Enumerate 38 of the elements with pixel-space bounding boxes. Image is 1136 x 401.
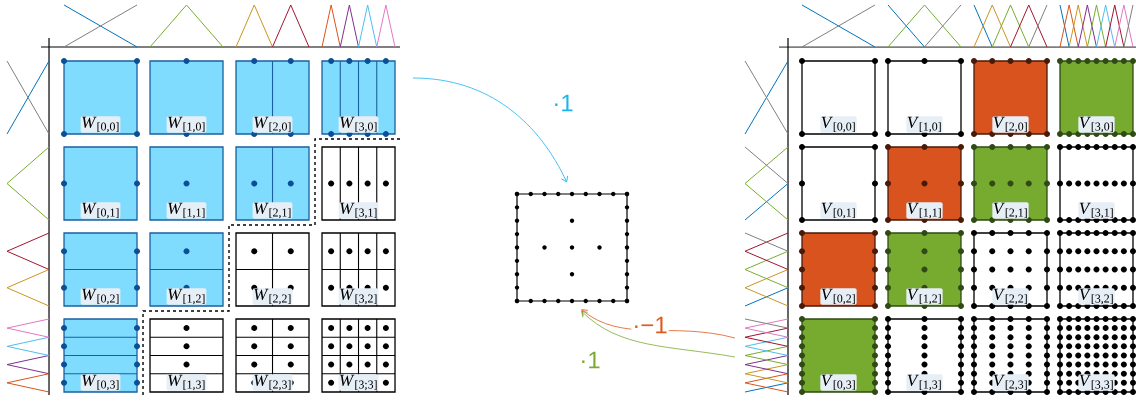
- basis-square: W$_{[2,3]}$: [235, 318, 310, 393]
- basis-square: W$_{[0,3]}$: [61, 318, 140, 393]
- basis-square: W$_{[2,1]}$: [235, 146, 310, 221]
- edge-label: ·−1: [635, 316, 667, 334]
- basis-square: V$_{[3,2]}$: [1057, 230, 1136, 309]
- basis-square: W$_{[1,3]}$: [149, 318, 224, 393]
- basis-square: V$_{[2,3]}$: [971, 316, 1050, 395]
- basis-square: W$_{[0,2]}$: [61, 232, 140, 307]
- edge-label: ·1: [555, 94, 573, 112]
- basis-square: V$_{[0,2]}$: [799, 230, 878, 309]
- basis-square: V$_{[2,1]}$: [971, 144, 1050, 223]
- basis-square: W$_{[1,2]}$: [149, 232, 224, 307]
- basis-square: W$_{[3,0]}$: [321, 58, 396, 137]
- basis-square: W$_{[3,2]}$: [321, 232, 396, 307]
- basis-square: W$_{[3,1]}$: [321, 146, 396, 221]
- basis-square: W$_{[3;3]}$: [321, 318, 396, 393]
- basis-square: W$_{[1,0]}$: [149, 58, 224, 137]
- basis-square: W$_{[2,2]}$: [235, 232, 310, 307]
- arrow: [581, 310, 736, 358]
- basis-square: V$_{[0,1]}$: [799, 144, 878, 223]
- basis-square: V$_{[0,3]}$: [799, 316, 878, 395]
- basis-square: V$_{[0,0]}$: [799, 58, 878, 137]
- basis-square: W$_{[0,1]}$: [61, 146, 140, 221]
- basis-square: V$_{[2,2]}$: [971, 230, 1050, 309]
- arrow: [412, 77, 569, 183]
- basis-square: V$_{[1,0]}$: [885, 58, 964, 137]
- basis-square: W$_{[0,0]}$: [61, 58, 140, 137]
- basis-square: W$_{[1,1]}$: [149, 146, 224, 221]
- edge-label: ·1: [582, 351, 600, 369]
- basis-square: V$_{[2,0]}$: [971, 58, 1050, 137]
- sum-square: [514, 191, 630, 304]
- basis-square: V$_{[1,3]}$: [885, 316, 964, 395]
- basis-square: V$_{[3,1]}$: [1057, 144, 1136, 223]
- basis-square: V$_{[1,1]}$: [885, 144, 964, 223]
- basis-square: W$_{[2,0]}$: [235, 58, 310, 137]
- basis-square: V$_{[3,0]}$: [1057, 58, 1136, 137]
- basis-square: V$_{[1,2]}$: [885, 230, 964, 309]
- basis-square: V$_{[3,3]}$: [1057, 316, 1136, 395]
